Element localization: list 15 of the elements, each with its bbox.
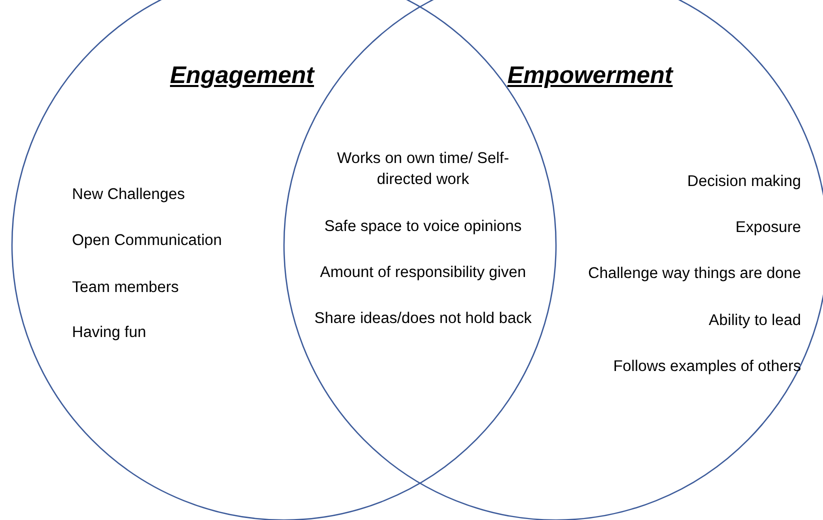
- item-text: Decision making: [687, 172, 801, 192]
- item-text: Open Communication: [72, 231, 222, 251]
- item-text: Share ideas/does not hold back: [314, 309, 532, 329]
- circle-heading: Engagement: [170, 62, 314, 90]
- circle-heading: Empowerment: [507, 62, 673, 90]
- item-text: Team members: [72, 278, 179, 298]
- item-text: Ability to lead: [708, 311, 801, 331]
- item-text: Exposure: [736, 218, 801, 238]
- item-text: New Challenges: [72, 185, 185, 205]
- item-text: Follows examples of others: [613, 357, 801, 377]
- item-text: Safe space to voice opinions: [324, 217, 522, 237]
- item-text: Challenge way things are done: [588, 264, 801, 284]
- item-text: Amount of responsibility given: [320, 263, 526, 283]
- item-text: Having fun: [72, 323, 146, 343]
- item-text: Works on own time/ Self-directed work: [336, 149, 510, 190]
